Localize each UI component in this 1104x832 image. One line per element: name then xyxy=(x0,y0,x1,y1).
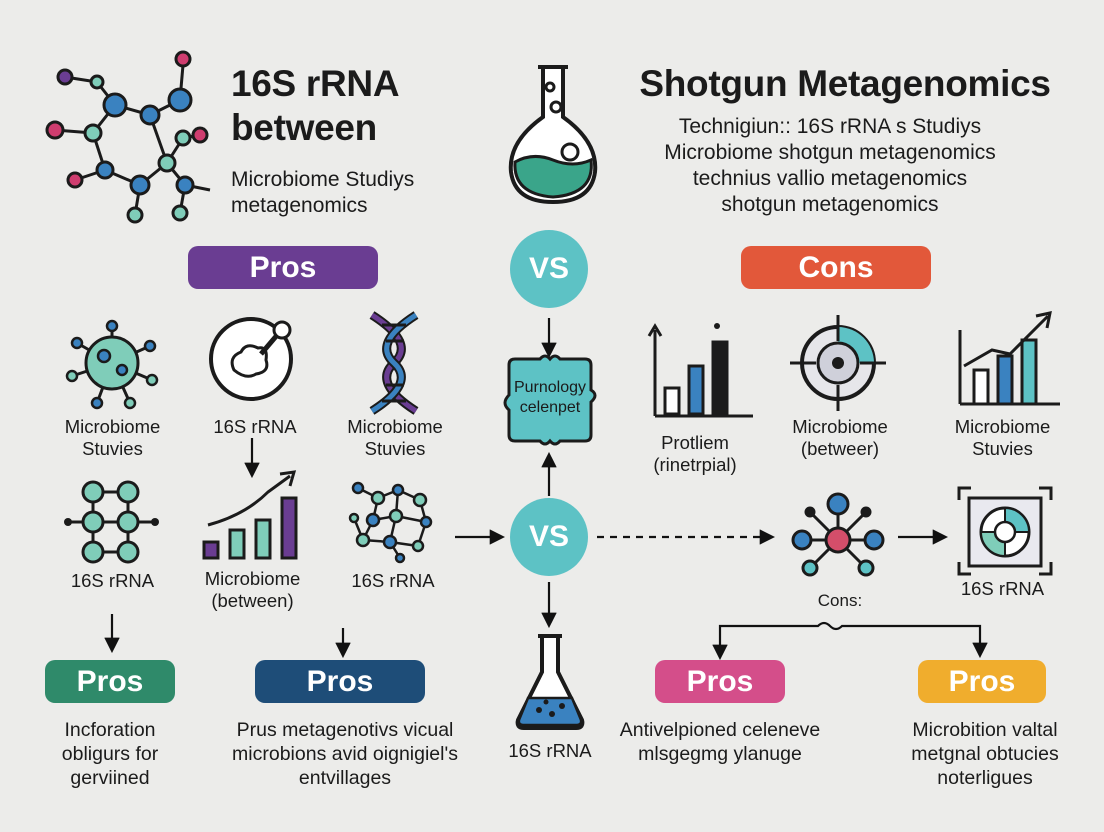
left-title: 16S rRNA between xyxy=(231,62,400,150)
label-line: Microbiome xyxy=(204,568,301,589)
label-microbiome-stuvies-3: Microbiome Stuvies xyxy=(935,416,1070,460)
left-subtitle-line1: Microbiome Studiys xyxy=(231,168,415,191)
label-line: Stuvies xyxy=(82,438,143,459)
right-subtitle-line4: shotgun metagenomics xyxy=(721,193,939,216)
flask-small-icon xyxy=(515,634,585,730)
dna-icon xyxy=(369,311,419,415)
label-rrna-1: 16S rRNA xyxy=(213,416,297,437)
label-microbiome-stuvies-2: Microbiome Stuvies xyxy=(330,416,460,460)
cons-top-pill: Cons xyxy=(741,246,931,289)
desc-line: obligurs for xyxy=(61,743,159,765)
pie-frame-icon xyxy=(957,486,1053,576)
desc-line: Microbition valtal xyxy=(912,719,1058,741)
center-box-line2: celenpet xyxy=(519,399,581,416)
magnifier-icon xyxy=(209,317,293,401)
label-rrna-right: 16S rRNA xyxy=(960,578,1045,599)
label-microbiome-between-2: Microbiome (betweer) xyxy=(770,416,910,460)
left-title-line2: between xyxy=(231,107,377,148)
pros-pink-pill: Pros xyxy=(655,660,785,703)
right-title: Shotgun Metagenomics xyxy=(639,63,1051,104)
desc-line: Incforation xyxy=(64,719,156,741)
right-subtitle: Technigiun:: 16S rRNA s Studiys Microbio… xyxy=(600,114,1060,218)
flask-icon xyxy=(508,65,598,205)
label-microbiome-stuvies-1: Microbiome Stuvies xyxy=(45,416,180,460)
left-title-line1: 16S rRNA xyxy=(231,63,400,104)
center-box-text: Purnology celenpet xyxy=(495,378,605,418)
vs-middle-badge: VS xyxy=(510,498,588,576)
label-line: (rinetrpial) xyxy=(653,454,737,475)
center-box-line1: Purnology xyxy=(513,379,587,396)
label-line: Protliem xyxy=(661,432,729,453)
desc-line: Prus metagenotivs vicual xyxy=(236,719,454,741)
label-line: Stuvies xyxy=(972,438,1033,459)
center-puzzle-box xyxy=(503,354,597,446)
label-protliem: Protliem (rinetrpial) xyxy=(625,432,765,476)
pros-top-pill: Pros xyxy=(188,246,378,289)
desc-green: Incforation obligurs for gerviined xyxy=(20,718,200,790)
desc-line: entvillages xyxy=(298,767,392,789)
hub-network-icon xyxy=(791,492,885,577)
label-line: Microbiome xyxy=(954,416,1051,437)
microbe-icon xyxy=(65,319,159,410)
desc-yellow: Microbition valtal metgnal obtucies note… xyxy=(880,718,1090,790)
label-microbiome-between-1: Microbiome (between) xyxy=(185,568,320,612)
network-cluster-icon xyxy=(348,481,433,564)
label-line: Stuvies xyxy=(364,438,426,459)
label-cons-small: Cons: xyxy=(817,591,863,610)
desc-navy: Prus metagenotivs vicual microbions avid… xyxy=(195,718,495,790)
label-line: Microbiome xyxy=(64,416,161,437)
left-subtitle-line2: metagenomics xyxy=(231,194,368,217)
pros-yellow-pill: Pros xyxy=(918,660,1046,703)
label-rrna-center: 16S rRNA xyxy=(508,740,592,761)
desc-line: Antivelpioned celeneve xyxy=(619,719,821,741)
molecule-icon xyxy=(45,50,211,224)
cons-bracket xyxy=(718,621,988,659)
left-subtitle: Microbiome Studiys metagenomics xyxy=(231,167,414,219)
right-subtitle-line2: Microbiome shotgun metagenomics xyxy=(664,141,996,164)
desc-line: metgnal obtucies xyxy=(911,743,1059,765)
label-line: Microbiome xyxy=(347,416,443,437)
pros-green-pill: Pros xyxy=(45,660,175,703)
desc-line: noterligues xyxy=(937,767,1033,789)
label-rrna-3: 16S rRNA xyxy=(351,570,435,591)
right-subtitle-line1: Technigiun:: 16S rRNA s Studiys xyxy=(678,115,982,138)
pros-navy-pill: Pros xyxy=(255,660,425,703)
label-line: Microbiome xyxy=(792,416,888,437)
bar-chart-up-icon xyxy=(202,470,298,560)
bar-chart-icon xyxy=(647,323,753,418)
right-subtitle-line3: technius vallio metagenomics xyxy=(692,167,968,190)
label-line: (betweer) xyxy=(800,438,880,459)
network-icon xyxy=(64,480,159,564)
desc-line: mlsgegmg ylanuge xyxy=(638,743,802,765)
desc-pink: Antivelpioned celeneve mlsgegmg ylanuge xyxy=(605,718,835,766)
growth-chart-icon xyxy=(958,311,1060,406)
target-icon xyxy=(790,315,886,411)
vs-top-badge: VS xyxy=(510,230,588,308)
desc-line: gerviined xyxy=(70,767,150,789)
label-rrna-2: 16S rRNA xyxy=(70,570,155,591)
label-line: (between) xyxy=(211,590,294,611)
desc-line: microbions avid oignigiel's xyxy=(232,743,458,765)
